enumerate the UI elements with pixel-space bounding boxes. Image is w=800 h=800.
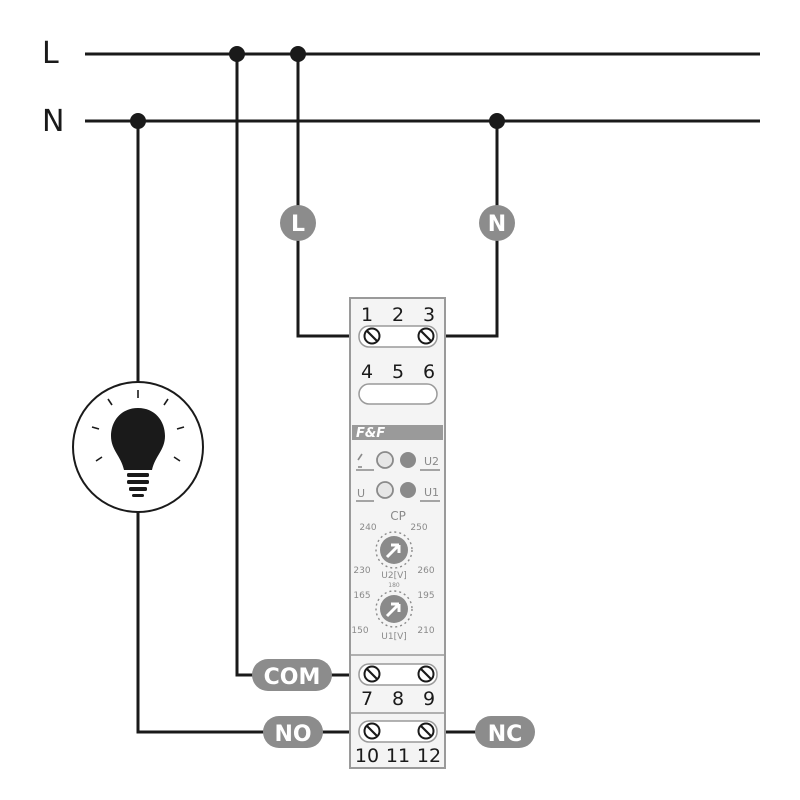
knob-u2-label: U2[V] [381, 571, 407, 581]
lamp [72, 381, 204, 513]
screw-icon [363, 722, 381, 740]
tag-no-text: NO [274, 722, 311, 747]
knob-u1-label: U1[V] [381, 632, 407, 642]
terminal-number: 6 [423, 361, 435, 383]
brand-band [352, 425, 443, 440]
wire-line-to-terminal-1 [296, 54, 372, 338]
brand-logo: F&F [356, 426, 385, 441]
knob-tick-label: 180 [388, 582, 400, 589]
led-label-u2: U2 [424, 455, 439, 468]
tag-line-text: L [291, 212, 305, 237]
knob-u2: 240 250 230 260 U2[V] [353, 523, 434, 581]
terminal-number: 4 [361, 361, 373, 383]
screw-icon [417, 665, 435, 683]
led-indicator [400, 452, 416, 468]
terminal-number: 9 [423, 688, 435, 710]
tag-no: NO [263, 716, 323, 748]
tag-com: COM [252, 659, 332, 691]
neutral-rail-label: N [42, 104, 64, 139]
junctions [130, 46, 505, 129]
led-indicator [376, 481, 394, 499]
line-rail-label: L [42, 36, 59, 71]
relay-indicator-icon [357, 453, 363, 468]
screw-icon [363, 327, 381, 345]
knob-tick-label: 230 [353, 566, 370, 576]
terminal-number: 12 [417, 745, 441, 767]
screw-icon [417, 722, 435, 740]
terminal-number: 11 [386, 745, 410, 767]
knob-tick-label: 260 [417, 566, 434, 576]
led-label-u1: U1 [424, 486, 439, 499]
tag-line: L [280, 205, 316, 241]
junction-node [489, 113, 505, 129]
knob-tick-label: 210 [417, 626, 434, 636]
wire-neutral-to-terminal-3 [426, 121, 499, 338]
knob-u1: 180 165 195 150 210 U1[V] [351, 582, 434, 642]
knob-tick-label: 165 [353, 591, 370, 601]
screw-icon [417, 327, 435, 345]
relay-device: 1 2 3 4 5 6 F&F U2 U U1 [349, 297, 446, 769]
knob-tick-label: 240 [359, 523, 376, 533]
arrow-icon [385, 543, 401, 559]
led-label-u: U [357, 487, 365, 500]
led-indicator [376, 451, 394, 469]
terminal-number: 1 [361, 304, 373, 326]
knob-tick-label: 150 [351, 626, 368, 636]
device-body [349, 297, 446, 769]
mode-label: CP [390, 509, 406, 523]
tag-neutral: N [479, 205, 515, 241]
terminal-number: 5 [392, 361, 404, 383]
arrow-icon [385, 602, 401, 618]
tag-com-text: COM [264, 665, 321, 690]
wire-lamp-to-no [136, 512, 372, 734]
wires [136, 54, 499, 734]
terminal-number: 2 [392, 304, 404, 326]
knob-tick-label: 195 [417, 591, 434, 601]
screw-icon [363, 665, 381, 683]
tag-neutral-text: N [488, 212, 506, 237]
knob-tick-label: 250 [410, 523, 427, 533]
terminal-number: 7 [361, 688, 373, 710]
light-bulb-icon [111, 408, 165, 497]
tag-nc-text: NC [488, 722, 523, 747]
led-indicator [400, 482, 416, 498]
light-rays [91, 390, 185, 462]
terminal-number: 8 [392, 688, 404, 710]
terminal-number: 10 [355, 745, 379, 767]
tag-nc: NC [475, 716, 535, 748]
rails: L N [42, 36, 760, 139]
junction-node [290, 46, 306, 62]
terminal-block-empty [358, 383, 438, 405]
junction-node [229, 46, 245, 62]
terminal-number: 3 [423, 304, 435, 326]
junction-node [130, 113, 146, 129]
